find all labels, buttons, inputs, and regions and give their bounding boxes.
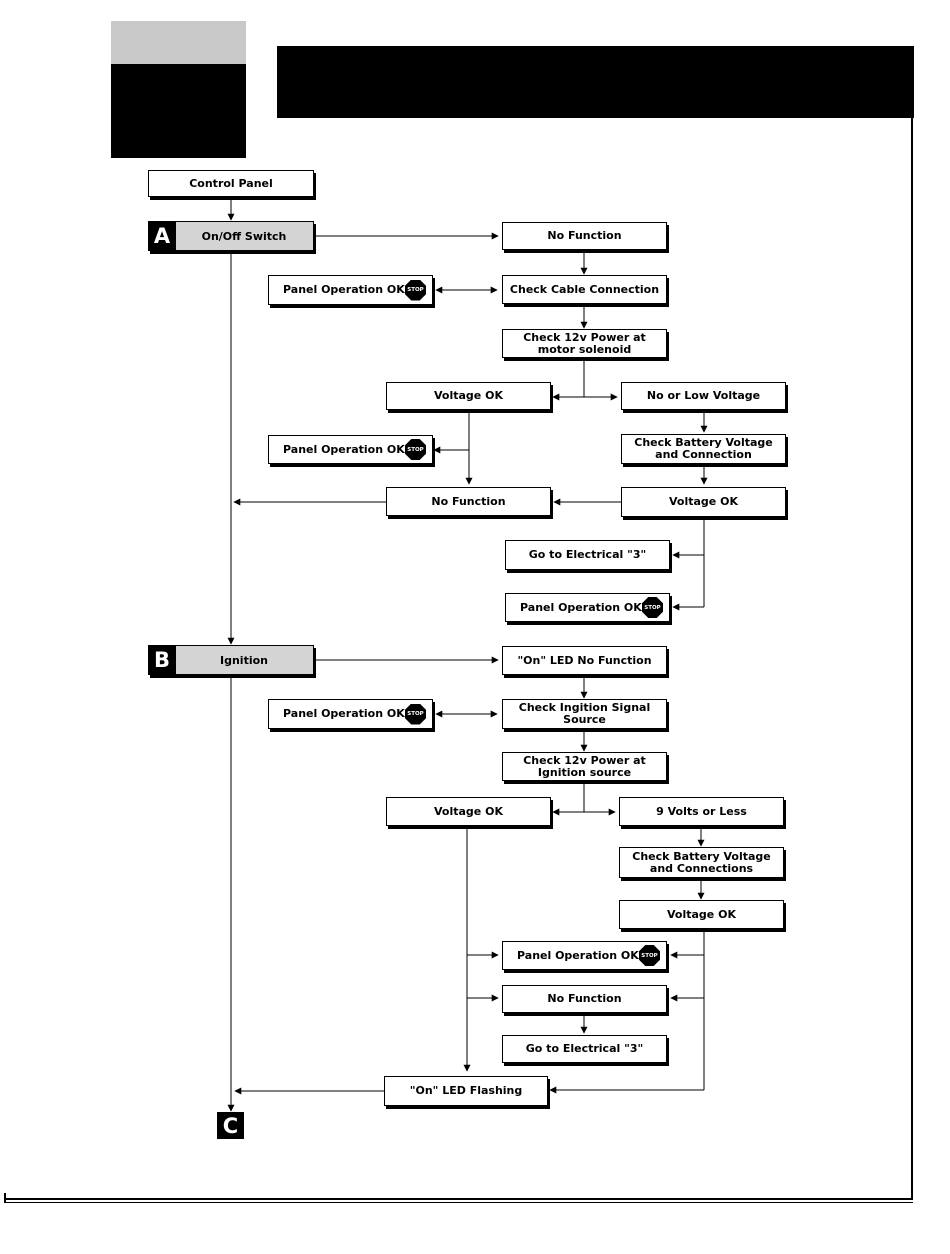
section-a-badge: A: [148, 221, 176, 251]
box-a-voltage-ok-2: Voltage OK: [621, 487, 786, 517]
box-b-check-12v: Check 12v Power at Ignition source: [502, 752, 667, 781]
stop-sign-icon: STOP: [405, 703, 426, 725]
section-a-label: On/Off Switch: [201, 229, 287, 243]
section-b-label: Ignition: [220, 653, 268, 667]
box-b-on-led-flashing: "On" LED Flashing: [384, 1076, 548, 1106]
box-a-voltage-ok: Voltage OK: [386, 382, 551, 410]
box-b-voltage-ok-2: Voltage OK: [619, 900, 784, 929]
header-tab-dark: [111, 64, 246, 158]
box-b-voltage-ok: Voltage OK: [386, 797, 551, 826]
box-a-check-cable: Check Cable Connection: [502, 275, 667, 304]
stop-sign-icon: STOP: [642, 597, 663, 618]
box-a-go-electrical-3: Go to Electrical "3": [505, 540, 670, 570]
page-bottom-rule-2: [4, 1202, 913, 1203]
box-b-go-electrical-3: Go to Electrical "3": [502, 1035, 667, 1063]
page-frame-right: [911, 118, 913, 1200]
header-bar: [277, 46, 914, 118]
section-c-badge: C: [217, 1112, 244, 1139]
box-b-on-led-no-function: "On" LED No Function: [502, 646, 667, 675]
page-bottom-tick: [4, 1193, 6, 1203]
box-b-no-function: No Function: [502, 985, 667, 1013]
box-a-no-function: No Function: [502, 222, 667, 250]
header-tab-light: [111, 21, 246, 64]
page-bottom-rule: [4, 1198, 913, 1200]
box-a-check-battery: Check Battery Voltage and Connection: [621, 434, 786, 464]
box-control-panel: Control Panel: [148, 170, 314, 197]
box-b-check-signal: Check Ingition Signal Source: [502, 699, 667, 729]
box-a-check-12v: Check 12v Power at motor solenoid: [502, 329, 667, 358]
box-a-no-low-voltage: No or Low Voltage: [621, 382, 786, 410]
stop-sign-icon: STOP: [405, 439, 426, 460]
box-a-no-function-2: No Function: [386, 487, 551, 516]
section-b-badge: B: [148, 645, 176, 675]
box-b-9-volts: 9 Volts or Less: [619, 797, 784, 826]
stop-sign-icon: STOP: [405, 279, 426, 301]
stop-sign-icon: STOP: [639, 945, 660, 966]
box-b-check-battery: Check Battery Voltage and Connections: [619, 847, 784, 878]
